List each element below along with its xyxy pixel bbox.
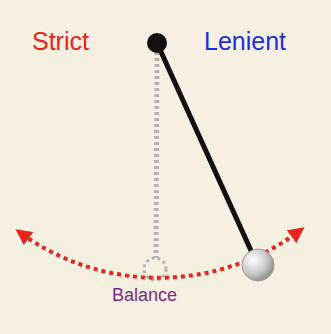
pendulum-bob <box>242 249 274 281</box>
strict-label: Strict <box>32 28 89 56</box>
balance-label: Balance <box>112 286 177 306</box>
pendulum-rod <box>157 43 253 255</box>
pivot <box>147 33 167 53</box>
rest-line <box>156 46 157 258</box>
lenient-label: Lenient <box>204 28 286 56</box>
rest-bob <box>144 258 166 280</box>
